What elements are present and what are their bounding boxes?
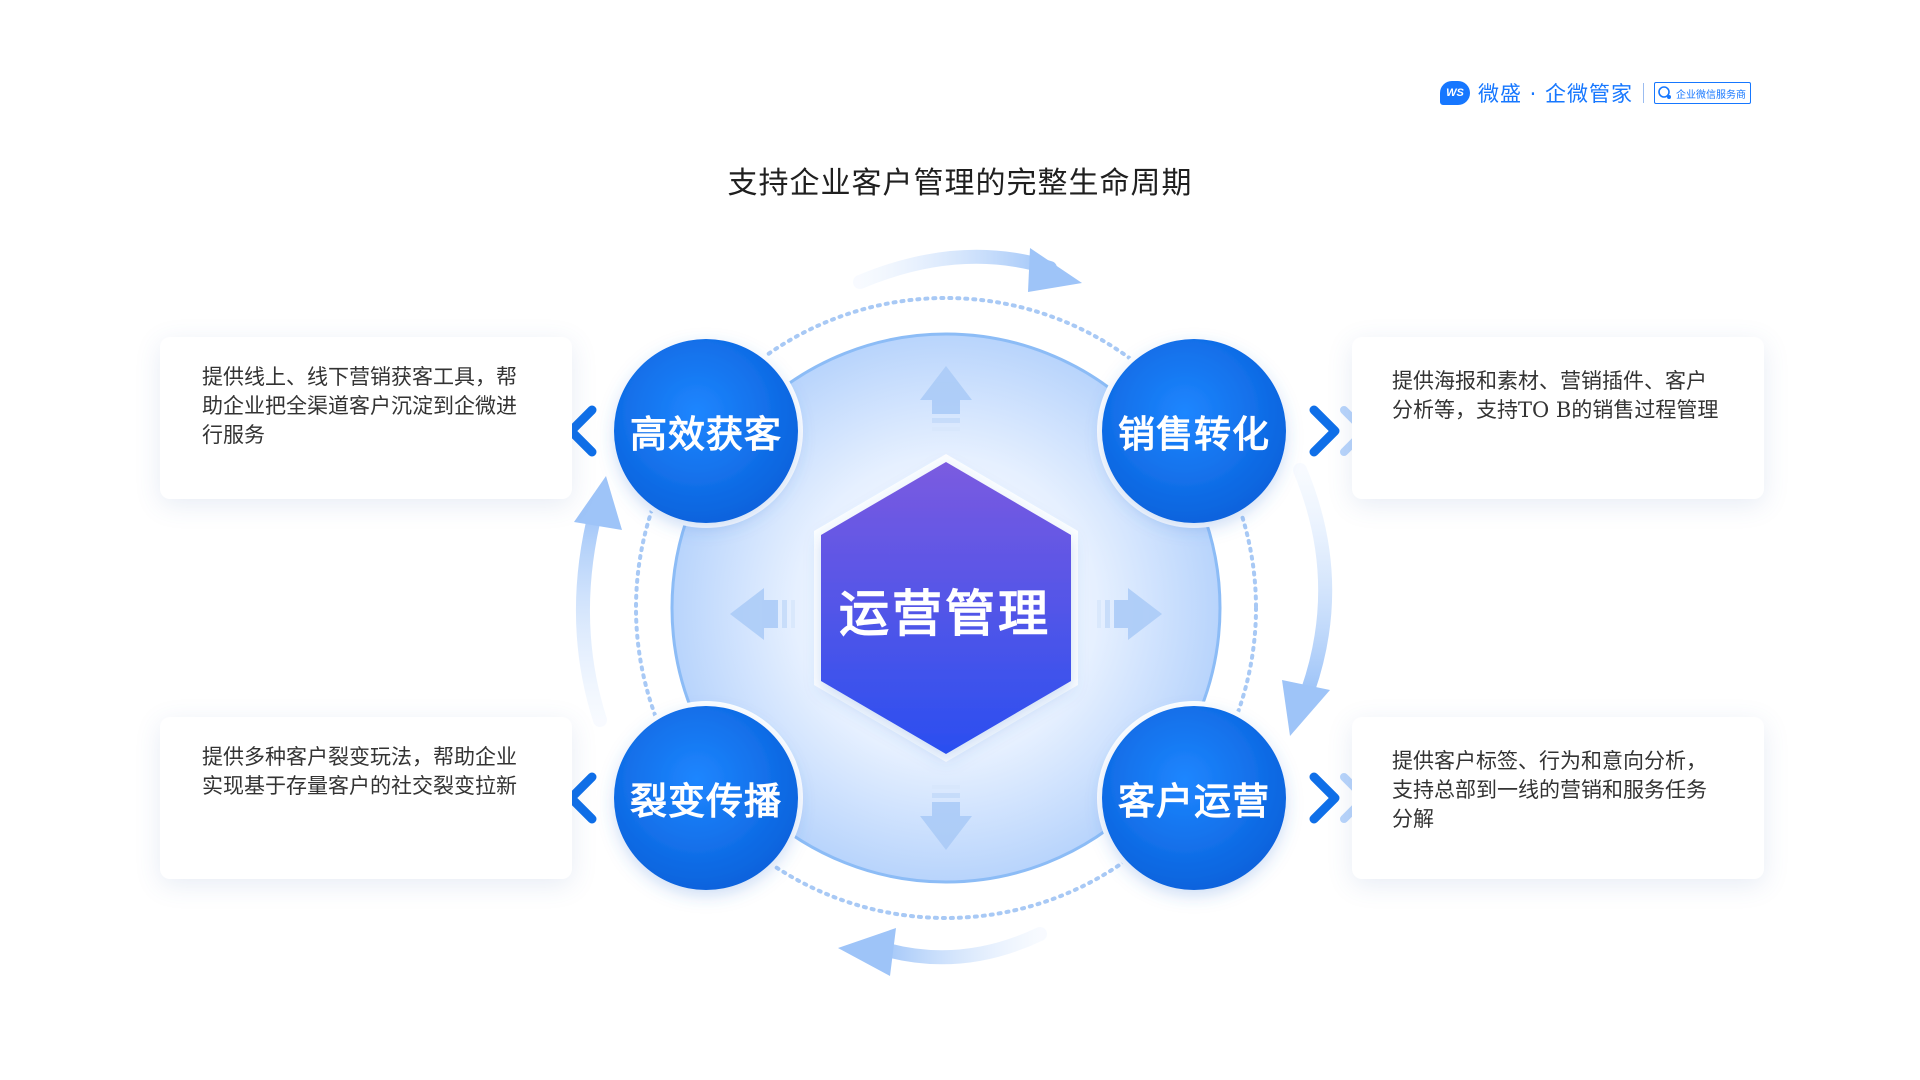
brand-name: 微盛 · 企微管家 [1478,82,1634,106]
node-label-conversion: 销售转化 [1118,413,1270,456]
card-text: 提供海报和素材、营销插件、客户分析等，支持TO B的销售过程管理 [1392,369,1719,422]
arrow-down-icon [920,785,972,850]
node-label-acquisition: 高效获客 [630,413,782,456]
cycle-arrow-left [574,476,622,727]
arrow-left-icon [730,588,795,640]
outer-dotted-ring [634,296,1258,920]
node-label-viral: 裂变传播 [630,780,782,823]
card-customer-operation: 提供客户标签、行为和意向分析，支持总部到一线的营销和服务任务分解 [1352,717,1764,879]
card-text: 提供线上、线下营销获客工具，帮助企业把全渠道客户沉淀到企微进行服务 [202,365,517,447]
brand-logo-icon: WS [1440,81,1470,105]
node-label-operation: 客户运营 [1118,780,1270,823]
center-label: 运营管理 [839,585,1051,643]
card-viral-spread: 提供多种客户裂变玩法，帮助企业实现基于存量客户的社交裂变拉新 [160,717,572,879]
arrow-right-icon [1097,588,1162,640]
cycle-arrow-bottom [838,927,1047,976]
brand-badge-text: 企业微信服务商 [1676,89,1747,101]
card-sales-conversion: 提供海报和素材、营销插件、客户分析等，支持TO B的销售过程管理 [1352,337,1764,499]
brand-badge: 企业微信服务商 [1654,82,1752,104]
brand-divider [1643,83,1645,103]
cycle-arrow-right [1282,463,1333,736]
wechat-work-icon [1658,86,1672,99]
arrow-up-icon [920,366,972,431]
brand-header: WS 微盛 · 企微管家 企业微信服务商 [1440,76,1752,110]
card-customer-acquisition: 提供线上、线下营销获客工具，帮助企业把全渠道客户沉淀到企微进行服务 [160,337,572,499]
card-text: 提供客户标签、行为和意向分析，支持总部到一线的营销和服务任务分解 [1392,749,1707,831]
page-title: 支持企业客户管理的完整生命周期 [727,166,1193,201]
cycle-arrow-top [853,248,1082,292]
card-text: 提供多种客户裂变玩法，帮助企业实现基于存量客户的社交裂变拉新 [202,745,517,798]
